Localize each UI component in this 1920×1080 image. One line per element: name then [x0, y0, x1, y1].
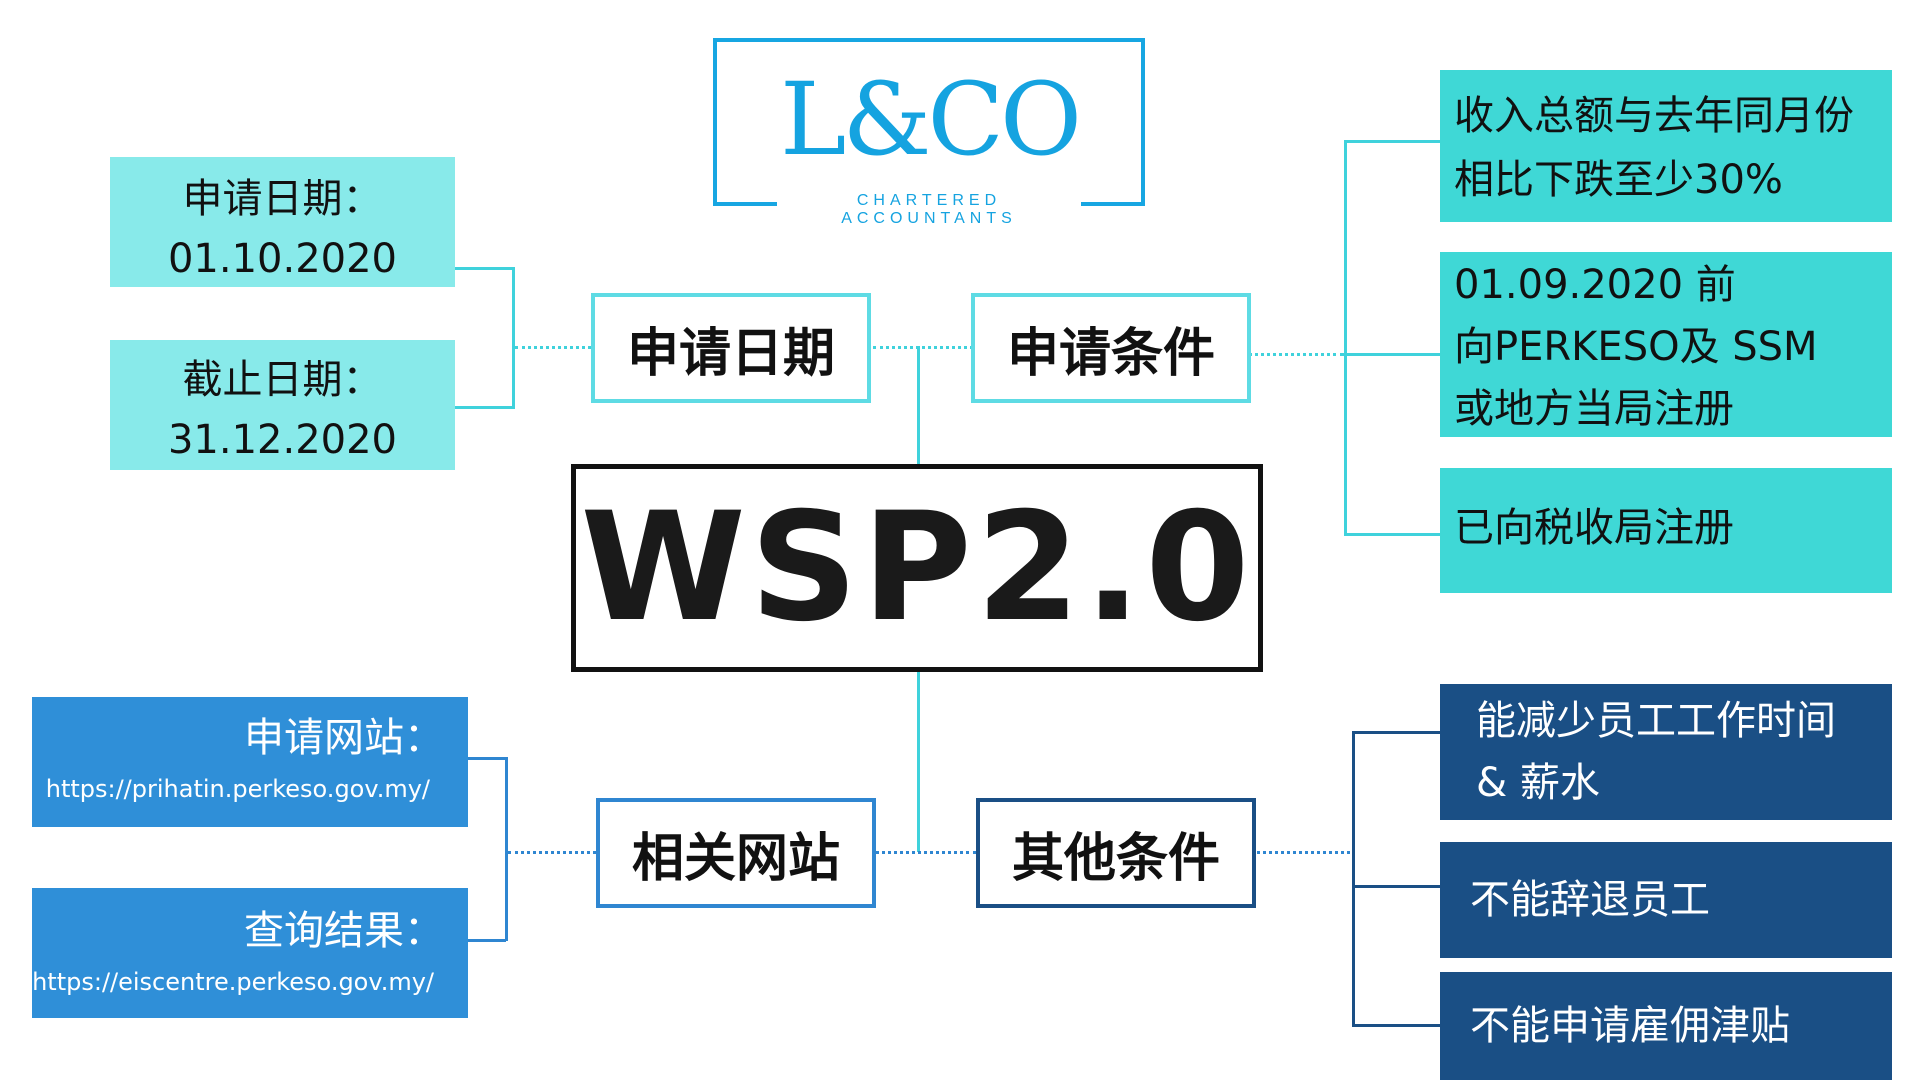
connector-conditions [1248, 353, 1344, 356]
bracket-sites-vertical [505, 757, 508, 941]
other-reduce-hours-line-1: 能减少员工工作时间 [1476, 698, 1836, 744]
category-other-conditions: 其他条件 [976, 798, 1256, 908]
category-apply-date-label: 申请日期 [626, 323, 835, 384]
category-apply-conditions-label: 申请条件 [1006, 323, 1215, 384]
connector-top-cats [873, 346, 973, 349]
date-apply-value: 01.10.2020 [167, 236, 398, 282]
bracket-other-2 [1352, 885, 1440, 888]
condition-box-registration: 01.09.2020 前 向PERKESO及 SSM 或地方当局注册 [1440, 252, 1892, 437]
site-box-query: 查询结果： https://eiscentre.perkeso.gov.my/ [32, 888, 468, 1018]
bracket-other-vertical [1352, 731, 1355, 1026]
condition-tax-line-1: 已向税收局注册 [1454, 505, 1734, 551]
category-related-sites: 相关网站 [596, 798, 876, 908]
category-related-sites-label: 相关网站 [631, 828, 840, 889]
bracket-dates-top [455, 267, 513, 270]
bracket-conditions-2 [1344, 353, 1440, 356]
condition-income-line-1: 收入总额与去年同月份 [1454, 93, 1854, 139]
bracket-conditions-1 [1344, 140, 1440, 143]
connector-sites [508, 851, 596, 854]
date-box-deadline: 截止日期： 31.12.2020 [110, 340, 455, 470]
connector-top-center [917, 346, 920, 464]
condition-registration-line-2: 向PERKESO及 SSM [1454, 324, 1818, 370]
center-node: WSP2.0 [571, 464, 1263, 672]
bracket-other-1 [1352, 731, 1440, 734]
date-deadline-label: 截止日期： [182, 357, 383, 403]
other-no-dismissal-line-1: 不能辞退员工 [1470, 877, 1710, 923]
other-box-reduce-hours: 能减少员工工作时间 & 薪水 [1440, 684, 1892, 820]
date-apply-label: 申请日期： [182, 176, 383, 222]
condition-box-tax: 已向税收局注册 [1440, 468, 1892, 593]
bracket-conditions-vertical [1344, 140, 1347, 535]
site-query-label: 查询结果： [244, 908, 444, 954]
category-other-conditions-label: 其他条件 [1011, 828, 1220, 889]
condition-income-line-2: 相比下跌至少30% [1454, 157, 1783, 203]
bracket-sites-top [468, 757, 506, 760]
date-deadline-value: 31.12.2020 [167, 417, 398, 463]
center-title: WSP2.0 [580, 481, 1254, 655]
company-logo: L&CO CHARTERED ACCOUNTANTS [713, 38, 1145, 228]
bracket-other-3 [1352, 1024, 1440, 1027]
connector-center-bottom [917, 672, 920, 852]
site-query-url[interactable]: https://eiscentre.perkeso.gov.my/ [32, 968, 434, 996]
other-box-no-dismissal: 不能辞退员工 [1440, 842, 1892, 958]
category-apply-date: 申请日期 [591, 293, 871, 403]
connector-bottom-cats [875, 851, 977, 854]
condition-registration-line-3: 或地方当局注册 [1454, 386, 1734, 432]
bracket-conditions-3 [1344, 533, 1440, 536]
connector-other [1250, 851, 1350, 854]
logo-subtitle: CHARTERED ACCOUNTANTS [777, 192, 1081, 228]
other-no-hiring-subsidy-line-1: 不能申请雇佣津贴 [1470, 1003, 1790, 1049]
other-reduce-hours-line-2: & 薪水 [1476, 760, 1600, 806]
connector-dates [515, 346, 591, 349]
logo-mark: L&CO [780, 61, 1082, 178]
bracket-dates-bottom [455, 406, 513, 409]
condition-registration-line-1: 01.09.2020 前 [1454, 262, 1736, 308]
bracket-sites-bottom [468, 939, 506, 942]
condition-box-income: 收入总额与去年同月份 相比下跌至少30% [1440, 70, 1892, 222]
site-apply-url[interactable]: https://prihatin.perkeso.gov.my/ [45, 775, 430, 803]
site-box-apply: 申请网站： https://prihatin.perkeso.gov.my/ [32, 697, 468, 827]
date-box-apply: 申请日期： 01.10.2020 [110, 157, 455, 287]
other-box-no-hiring-subsidy: 不能申请雇佣津贴 [1440, 972, 1892, 1080]
category-apply-conditions: 申请条件 [971, 293, 1251, 403]
bracket-dates-vertical [512, 267, 515, 409]
site-apply-label: 申请网站： [244, 715, 444, 761]
